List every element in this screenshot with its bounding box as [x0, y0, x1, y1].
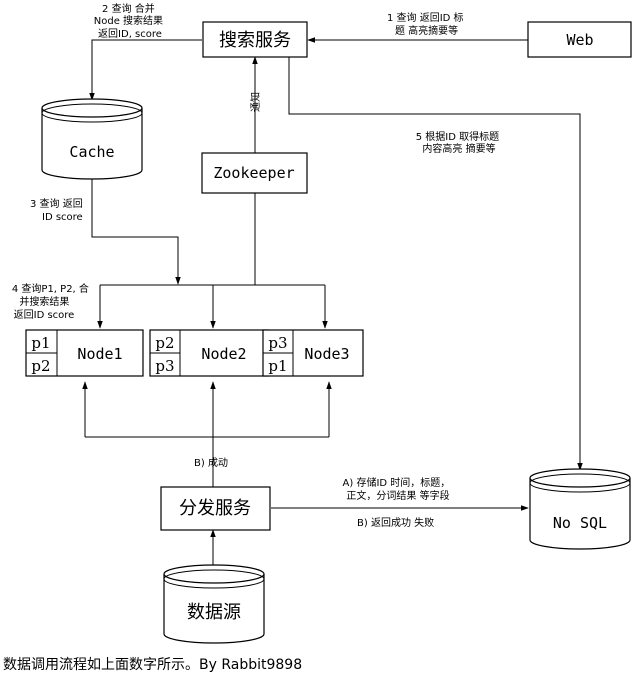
cache-cylinder: Cache — [41, 98, 143, 180]
arrow-cache-to-nodes — [91, 178, 181, 285]
svg-text:搜索服务: 搜索服务 — [219, 30, 291, 51]
datasource-cylinder: 数据源 — [163, 564, 265, 644]
zookeeper-box: Zookeeper — [201, 152, 308, 194]
svg-text:Zookeeper: Zookeeper — [213, 164, 294, 182]
node1-partition-top: p1 — [31, 334, 50, 352]
node3-partition-bottom: p1 — [268, 357, 287, 375]
node1-partition-bottom: p2 — [31, 357, 50, 375]
arrow-search-to-cache — [89, 39, 202, 101]
label-store-b: B) 返回成功 失败 — [357, 516, 434, 529]
arrow-search-to-nosql — [288, 57, 583, 471]
nosql-cylinder: No SQL — [529, 468, 631, 550]
distribute-service-box: 分发服务 — [160, 486, 271, 531]
label-store-a: A) 存储ID 时间，标题， 正文，分词结果 等字段 — [343, 476, 454, 502]
node3-box: p3 p1 Node3 — [262, 329, 364, 377]
search-service-box: 搜索服务 — [202, 21, 308, 58]
label-notify: 通知 — [249, 92, 262, 112]
svg-text:No SQL: No SQL — [553, 514, 607, 532]
label-success: B) 成动 — [194, 457, 228, 469]
svg-text:数据源: 数据源 — [187, 602, 241, 623]
label-step1: 1 查询 返回ID 标 题 高亮摘要等 — [387, 11, 467, 37]
node2-partition-top: p2 — [155, 334, 174, 352]
node3-label: Node3 — [304, 345, 349, 363]
label-step3: 3 查询 返回 ID score — [30, 197, 86, 223]
node2-label: Node2 — [201, 345, 246, 363]
footer-caption: 数据调用流程如上面数字所示。By Rabbit9898 — [3, 657, 302, 673]
label-step2: 2 查询 合并 Node 搜索结果 返回ID, score — [94, 2, 166, 40]
label-step4: 4 查询P1, P2, 合 并搜索结果 返回ID score — [12, 282, 92, 321]
node1-label: Node1 — [77, 345, 122, 363]
node2-partition-bottom: p3 — [155, 357, 174, 375]
node1-box: p1 p2 Node1 — [25, 329, 144, 377]
svg-text:Cache: Cache — [69, 143, 114, 161]
svg-text:Web: Web — [566, 31, 593, 49]
node3-partition-top: p3 — [268, 334, 287, 352]
web-box: Web — [527, 21, 632, 58]
node2-box: p2 p3 Node2 — [149, 329, 269, 377]
svg-text:分发服务: 分发服务 — [179, 498, 251, 519]
label-step5: 5 根据ID 取得标题 内容高亮 摘要等 — [416, 130, 503, 155]
